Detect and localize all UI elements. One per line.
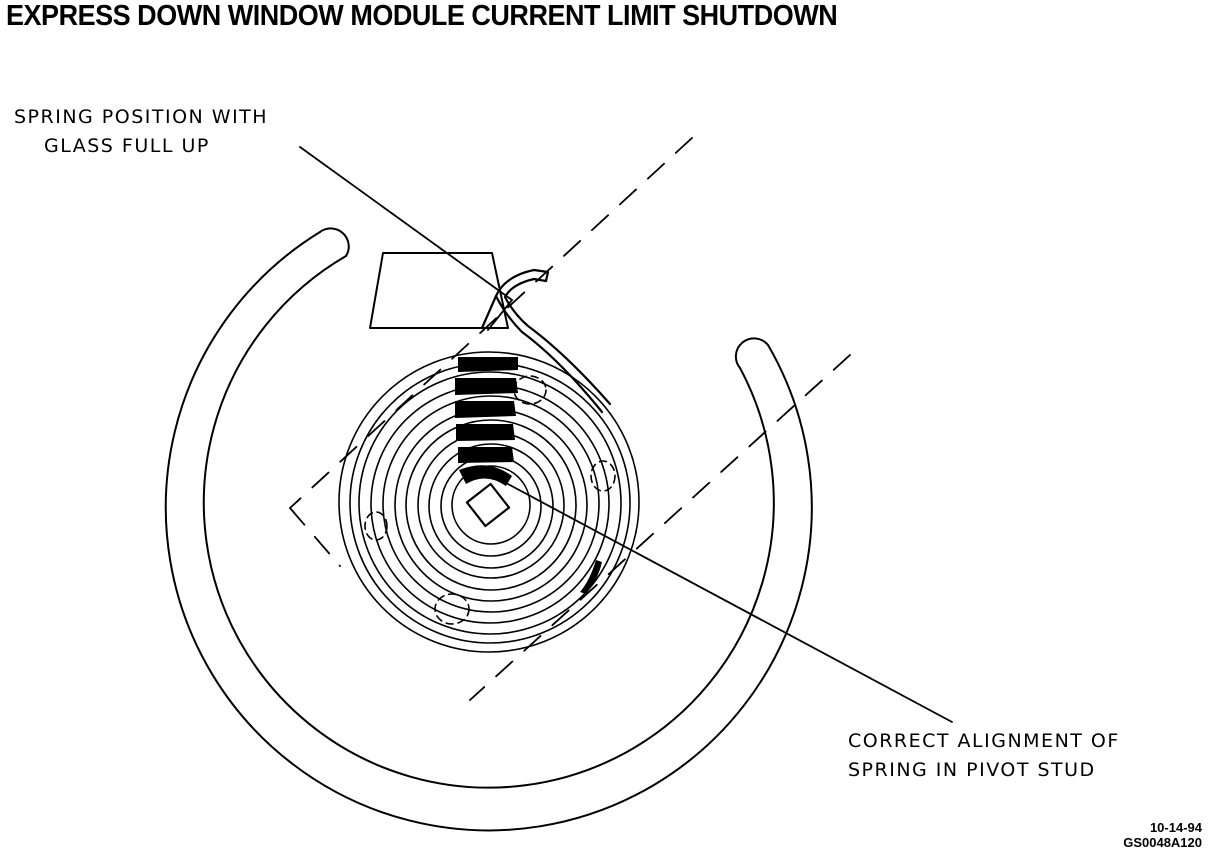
spring-tail-inner [503, 277, 612, 406]
spring-segment [580, 560, 602, 594]
spring-segment [456, 424, 515, 441]
reference-line-upper [289, 137, 693, 509]
spring-black-segments [455, 357, 602, 594]
coil-ring [405, 419, 577, 591]
spring-segment [458, 447, 514, 463]
leader-line-spring-position-end [487, 299, 513, 331]
hidden-feature [364, 511, 388, 541]
callout-spring-position-line1: SPRING POSITION WITH [14, 106, 269, 128]
callout-correct-alignment-line2: SPRING IN PIVOT STUD [848, 759, 1096, 781]
spring-segment [459, 465, 512, 486]
stamp-code: GS0048A120 [1123, 835, 1202, 850]
spring-tail-down-stroke [480, 294, 498, 330]
housing-outer-edge [164, 231, 813, 832]
leader-lines [299, 146, 953, 723]
leader-line-spring-position [299, 146, 513, 301]
reference-line-lower [469, 354, 851, 701]
spring-segment [455, 401, 516, 418]
spring-segment [458, 357, 518, 372]
diagram-title: EXPRESS DOWN WINDOW MODULE CURRENT LIMIT… [6, 0, 838, 32]
housing-right-end-cap [734, 337, 769, 369]
stamp-date: 10-14-94 [1149, 820, 1202, 835]
housing-inner-edge [202, 255, 775, 789]
spring-segment [455, 378, 518, 395]
hidden-features [364, 375, 616, 625]
callout-spring-position: SPRING POSITION WITH GLASS FULL UP [14, 103, 268, 161]
coil-ring [382, 395, 600, 613]
spring-tail [480, 268, 612, 414]
spring-tail-tip [544, 270, 550, 283]
reference-dashed-lines [289, 137, 851, 701]
pivot-stud [465, 482, 511, 528]
coil-ring [358, 371, 622, 635]
outer-housing [164, 227, 813, 832]
callout-correct-alignment: CORRECT ALIGNMENT OF SPRING IN PIVOT STU… [848, 727, 1120, 785]
reference-line-corner [289, 507, 341, 567]
leader-line-correct-alignment [507, 483, 953, 723]
hidden-feature [513, 375, 547, 405]
hidden-feature [590, 460, 616, 492]
spring-tail-outer [494, 268, 604, 414]
tab-block [369, 252, 509, 329]
callout-spring-position-line2: GLASS FULL UP [44, 135, 210, 157]
drawing-stamp: 10-14-94 GS0048A120 [1123, 820, 1202, 850]
housing-top-end-cap [319, 227, 350, 257]
coil-ring [451, 465, 531, 545]
hidden-feature [434, 593, 470, 625]
callout-correct-alignment-line1: CORRECT ALIGNMENT OF [848, 730, 1120, 752]
coil-ring [428, 443, 554, 569]
coil-ring [338, 351, 640, 653]
